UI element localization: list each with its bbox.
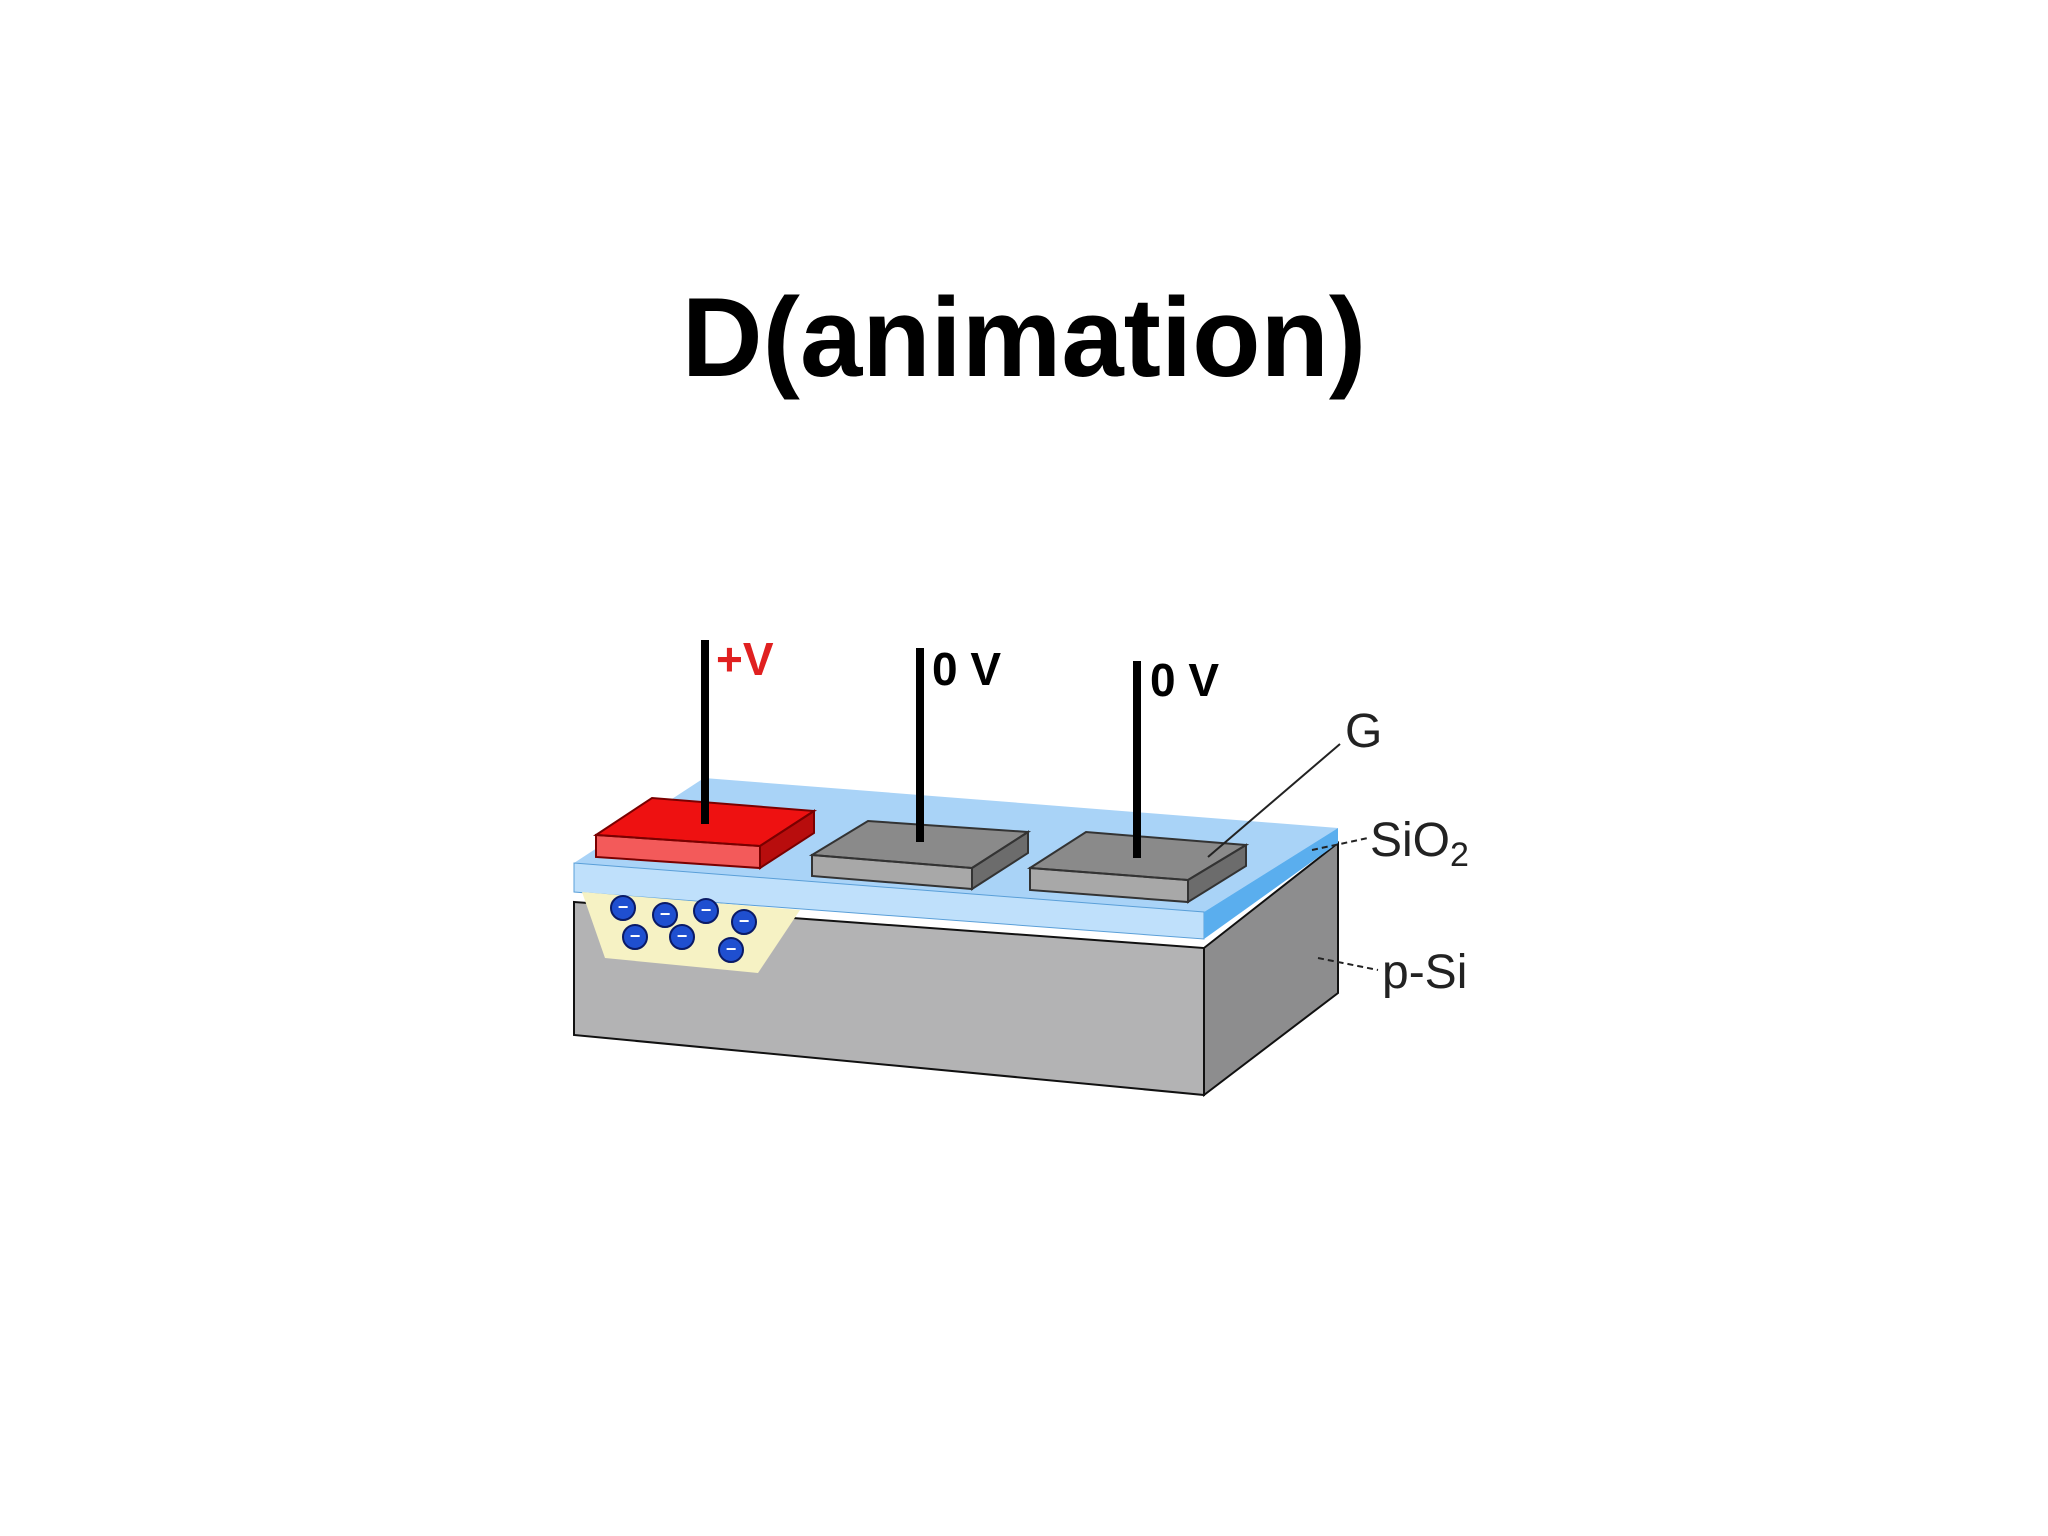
svg-text:−: −: [726, 939, 737, 959]
electron: −: [610, 895, 636, 921]
electron: −: [669, 924, 695, 950]
svg-text:−: −: [660, 904, 671, 924]
slide-title: D(animation): [681, 275, 1367, 400]
oxide-side-face: [1204, 828, 1338, 939]
substrate-side-face: [1203, 840, 1339, 1098]
oxide-label-main: SiO: [1370, 814, 1450, 867]
svg-text:−: −: [630, 926, 641, 946]
svg-text:−: −: [677, 926, 688, 946]
electron: −: [622, 924, 648, 950]
gate-label: G: [1345, 705, 1382, 758]
gate-leader-line: [1207, 743, 1341, 858]
svg-text:−: −: [701, 900, 712, 920]
voltage-label-2: 0 V: [932, 643, 1001, 695]
electron-charges: − − − − − − −: [610, 895, 757, 963]
substrate-leader-line: [1317, 957, 1379, 971]
oxide-label: SiO2: [1370, 814, 1469, 874]
voltage-label-1: +V: [716, 633, 774, 685]
oxide-label-subscript: 2: [1450, 836, 1469, 874]
electron: −: [693, 898, 719, 924]
electron: −: [652, 902, 678, 928]
svg-text:−: −: [618, 897, 629, 917]
svg-text:−: −: [739, 911, 750, 931]
voltage-label-3: 0 V: [1150, 654, 1219, 706]
substrate-label: p-Si: [1382, 946, 1467, 999]
electron: −: [731, 909, 757, 935]
gate-electrode-2: [808, 819, 1032, 891]
electron: −: [718, 937, 744, 963]
